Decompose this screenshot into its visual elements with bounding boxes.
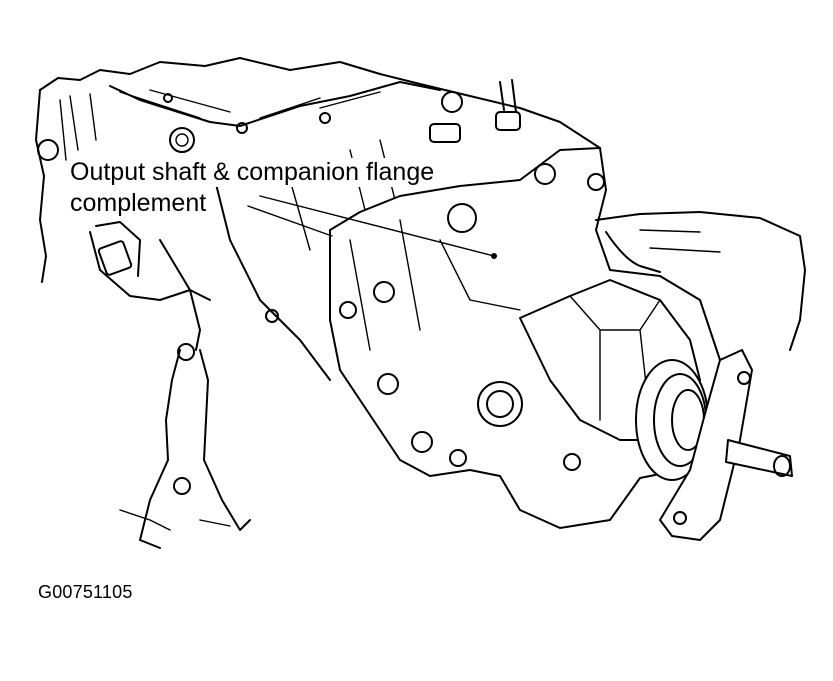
leader-dot (491, 253, 497, 259)
shift-linkage (89, 221, 279, 549)
hand-outline (595, 211, 806, 351)
callout-label-line1: Output shaft & companion flange (68, 158, 437, 187)
figure-id: G00751105 (38, 582, 133, 602)
callout-label-line2: complement (68, 189, 209, 218)
extension-housing (329, 147, 741, 529)
flange-holding-tool (659, 349, 793, 541)
callout-leaders (247, 195, 497, 259)
